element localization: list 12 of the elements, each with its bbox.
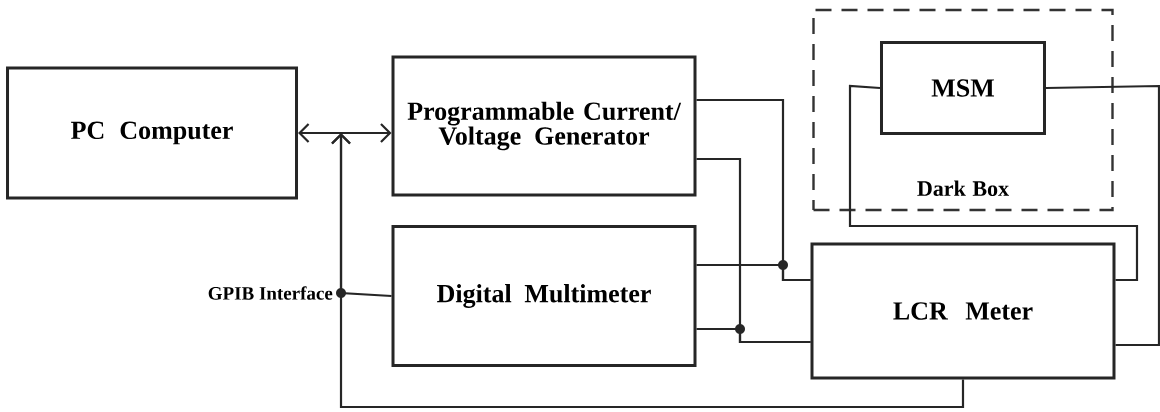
connector	[848, 84, 1139, 282]
block-box: Programmable Current/ Voltage Generator	[391, 55, 697, 197]
block-box: LCR Meter	[810, 242, 1116, 380]
block-box: MSM	[880, 41, 1046, 135]
interface-label: GPIB Interface	[208, 286, 333, 300]
connector	[696, 327, 811, 344]
connector	[696, 263, 811, 282]
connector	[1045, 84, 1160, 347]
block-box: PC Computer	[6, 66, 298, 200]
connector	[331, 133, 392, 298]
connector	[298, 123, 392, 143]
block-box: Digital Multimeter	[391, 225, 697, 367]
